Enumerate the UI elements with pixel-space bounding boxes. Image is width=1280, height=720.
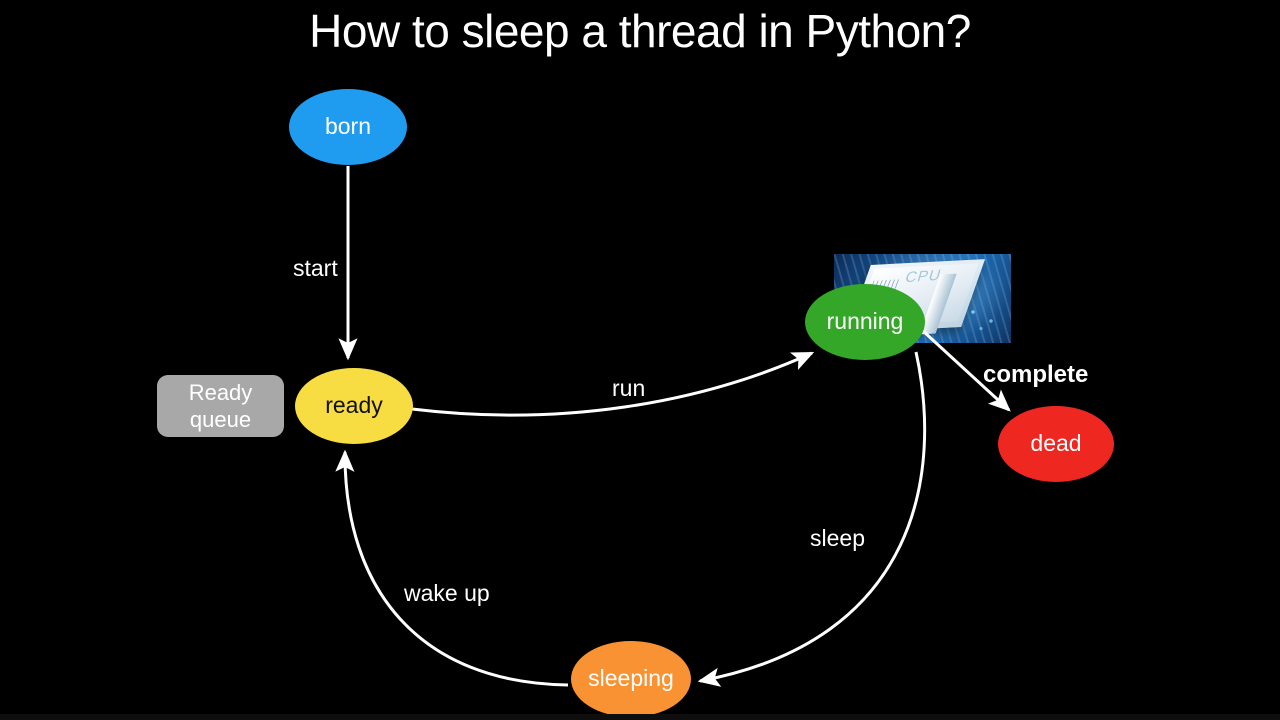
nodes-layer: born ready running dead sleeping (289, 89, 1114, 717)
edge-labels-layer: start run complete sleep wake up (293, 255, 1088, 606)
edge-label-start: start (293, 255, 338, 281)
node-shape-sleeping (571, 641, 691, 717)
node-dead[interactable]: dead (998, 406, 1114, 482)
node-running[interactable]: running (805, 284, 925, 360)
slide-bottom-strip (0, 714, 1280, 720)
node-label-born: born (325, 113, 371, 139)
ready-queue-box: Ready queue (157, 375, 284, 437)
node-label-sleeping: sleeping (588, 665, 674, 691)
page-title: How to sleep a thread in Python? (309, 5, 971, 57)
edges-layer (335, 166, 1011, 687)
node-label-running: running (827, 308, 904, 334)
ready-queue-line-1: Ready (188, 380, 253, 405)
node-shape-running (805, 284, 925, 360)
edge-label-sleep: sleep (810, 525, 865, 551)
node-ready[interactable]: ready (295, 368, 413, 444)
edge-sleep (697, 351, 927, 687)
node-label-dead: dead (1030, 430, 1081, 456)
edge-run (411, 351, 815, 417)
node-shape-dead (998, 406, 1114, 482)
node-shape-born (289, 89, 407, 165)
node-label-ready: ready (325, 392, 383, 418)
node-sleeping[interactable]: sleeping (571, 641, 691, 717)
node-shape-ready (295, 368, 413, 444)
edge-label-complete: complete (983, 361, 1088, 388)
node-born[interactable]: born (289, 89, 407, 165)
edge-label-run: run (612, 375, 645, 401)
edge-complete (921, 329, 1011, 412)
board-leds (965, 303, 1005, 333)
ready-queue-line-2: queue (189, 407, 252, 432)
edge-label-wake_up: wake up (403, 580, 490, 606)
edge-wake_up (335, 449, 569, 687)
